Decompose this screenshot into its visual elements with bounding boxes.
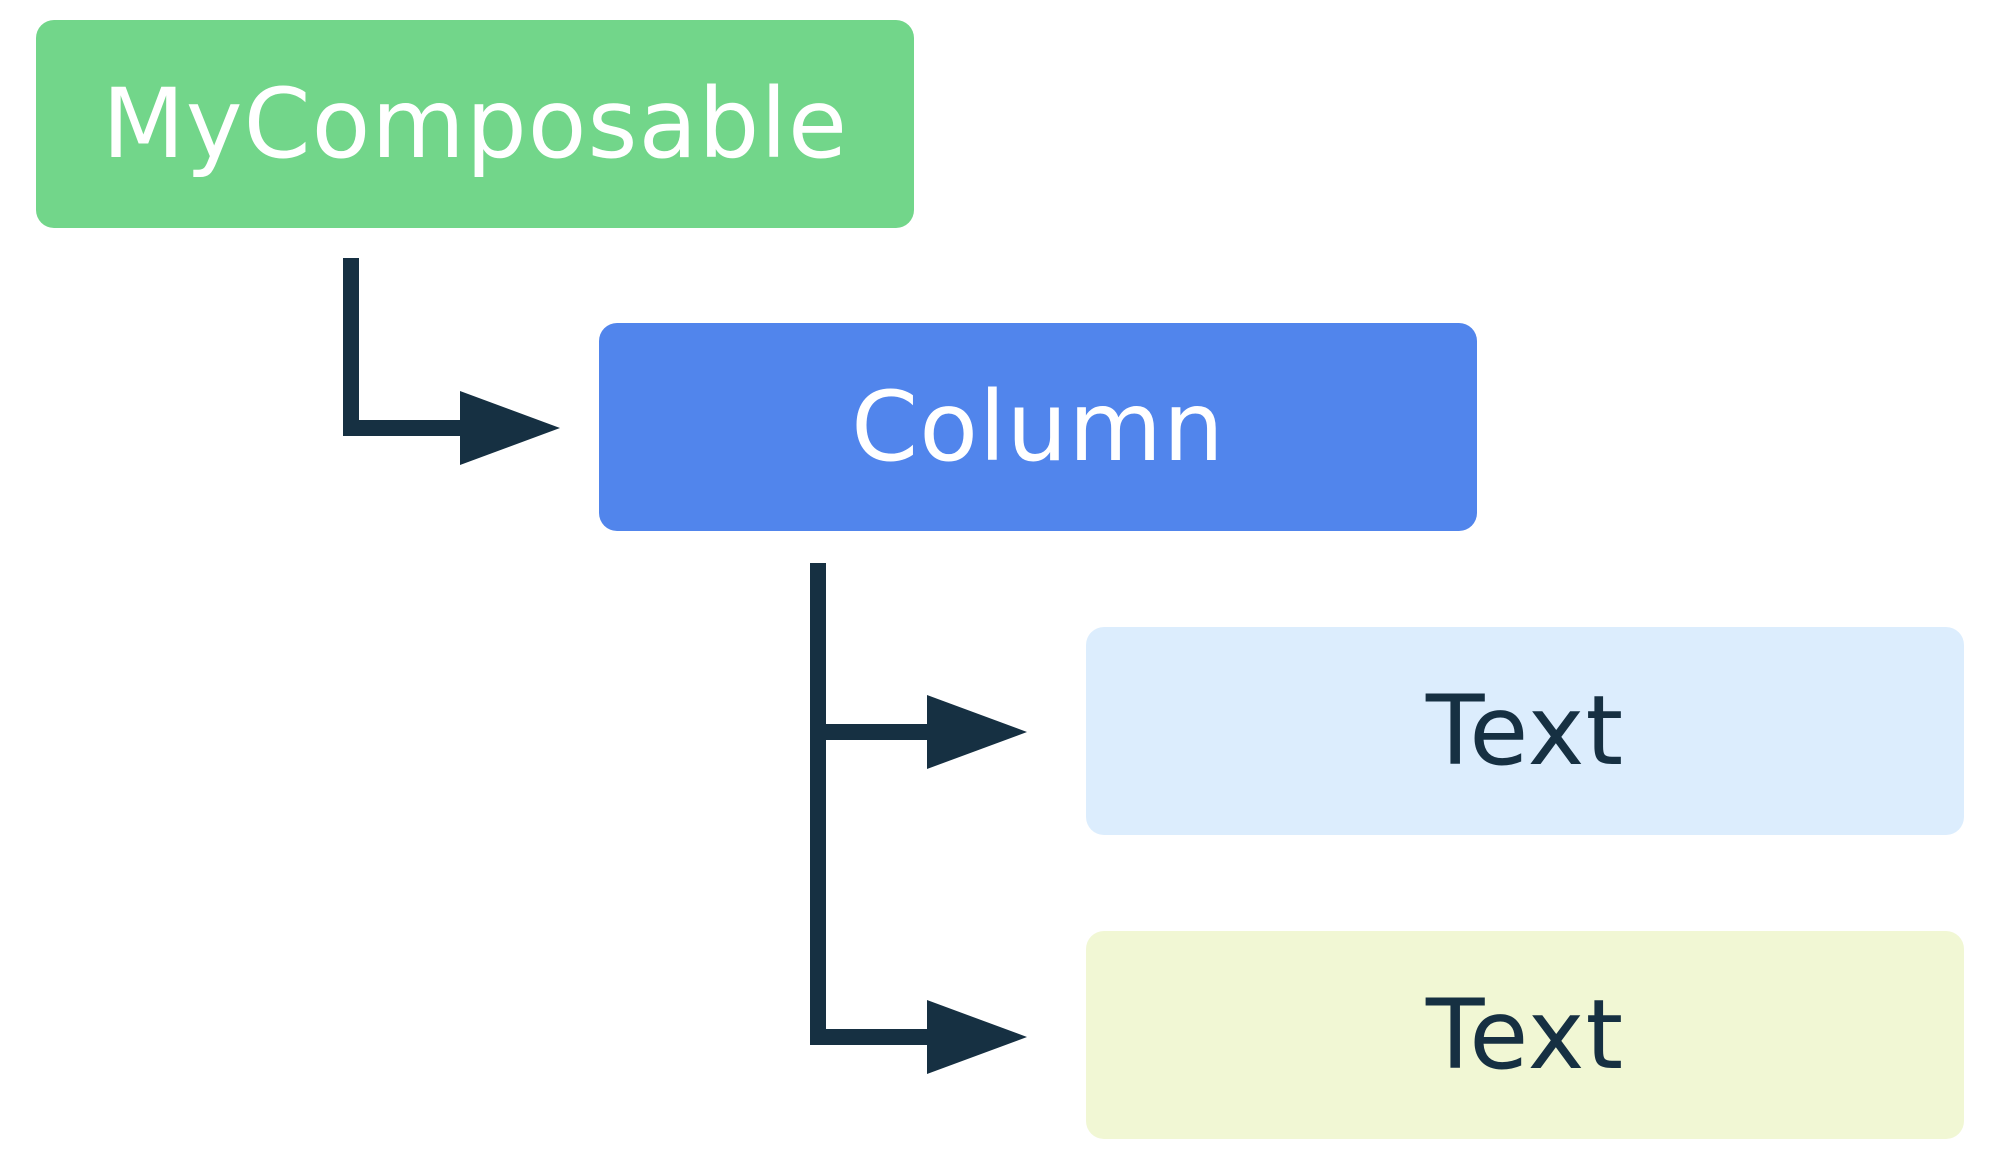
connector-vertical-line (343, 258, 359, 436)
node-mycomposable: MyComposable (36, 20, 914, 228)
arrowhead-icon (460, 391, 560, 465)
connector-horizontal-line (810, 724, 930, 740)
connector-mycomposable-to-column (343, 258, 560, 465)
arrowhead-icon (927, 1000, 1027, 1074)
node-text-first: Text (1086, 627, 1964, 835)
connector-horizontal-line (810, 1029, 930, 1045)
node-column: Column (599, 323, 1477, 531)
node-label: Text (1425, 979, 1625, 1091)
node-label: Text (1425, 675, 1625, 787)
node-text-second: Text (1086, 931, 1964, 1139)
connector-column-to-texts (810, 563, 1027, 1074)
connector-horizontal-line (343, 420, 463, 436)
node-label: Column (851, 371, 1225, 483)
connector-vertical-line (810, 563, 826, 1045)
arrowhead-icon (927, 695, 1027, 769)
node-label: MyComposable (101, 68, 849, 180)
